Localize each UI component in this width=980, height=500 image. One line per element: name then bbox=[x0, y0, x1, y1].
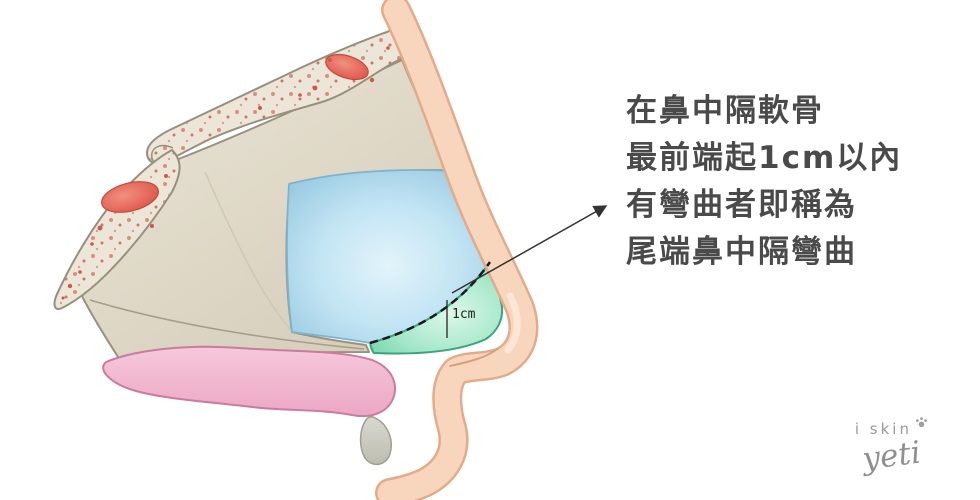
nose-tip-highlight bbox=[504, 292, 521, 354]
annotation-line-2: 最前端起1cm以內 bbox=[626, 140, 903, 176]
palate-bone bbox=[102, 345, 396, 417]
annotation-line-4: 尾端鼻中隔彎曲 bbox=[626, 234, 857, 270]
marrow-blob-lower bbox=[101, 181, 159, 213]
measure-label: 1cm bbox=[452, 307, 476, 322]
paw-icon bbox=[916, 417, 927, 428]
vomer-edge-line bbox=[89, 299, 365, 350]
nasal-bone bbox=[145, 25, 405, 165]
annotation-arrow bbox=[451, 205, 608, 294]
septum-crease-line bbox=[204, 171, 292, 331]
annotation-text: 在鼻中隔軟骨 最前端起1cm以內 有彎曲者即稱為 尾端鼻中隔彎曲 bbox=[626, 88, 956, 276]
annotation-line-3: 有彎曲者即稱為 bbox=[626, 187, 857, 223]
measurement-1cm: 1cm bbox=[446, 300, 476, 338]
nostril-crease-line bbox=[449, 348, 498, 367]
logo-top-text: i skin bbox=[854, 420, 912, 438]
dashed-deviation-line bbox=[369, 261, 492, 345]
marrow-speckles-upper bbox=[258, 46, 390, 110]
brand-logo: i skin yeti bbox=[854, 417, 928, 477]
ethmoid-bone bbox=[53, 149, 181, 310]
marrow-blob-upper bbox=[325, 53, 369, 81]
logo-script-text: yeti bbox=[860, 434, 923, 478]
skin-outline bbox=[375, 0, 539, 500]
nasal-spine bbox=[359, 415, 392, 466]
marrow-speckles-lower bbox=[61, 174, 168, 300]
annotation-line-1: 在鼻中隔軟骨 bbox=[626, 93, 824, 129]
